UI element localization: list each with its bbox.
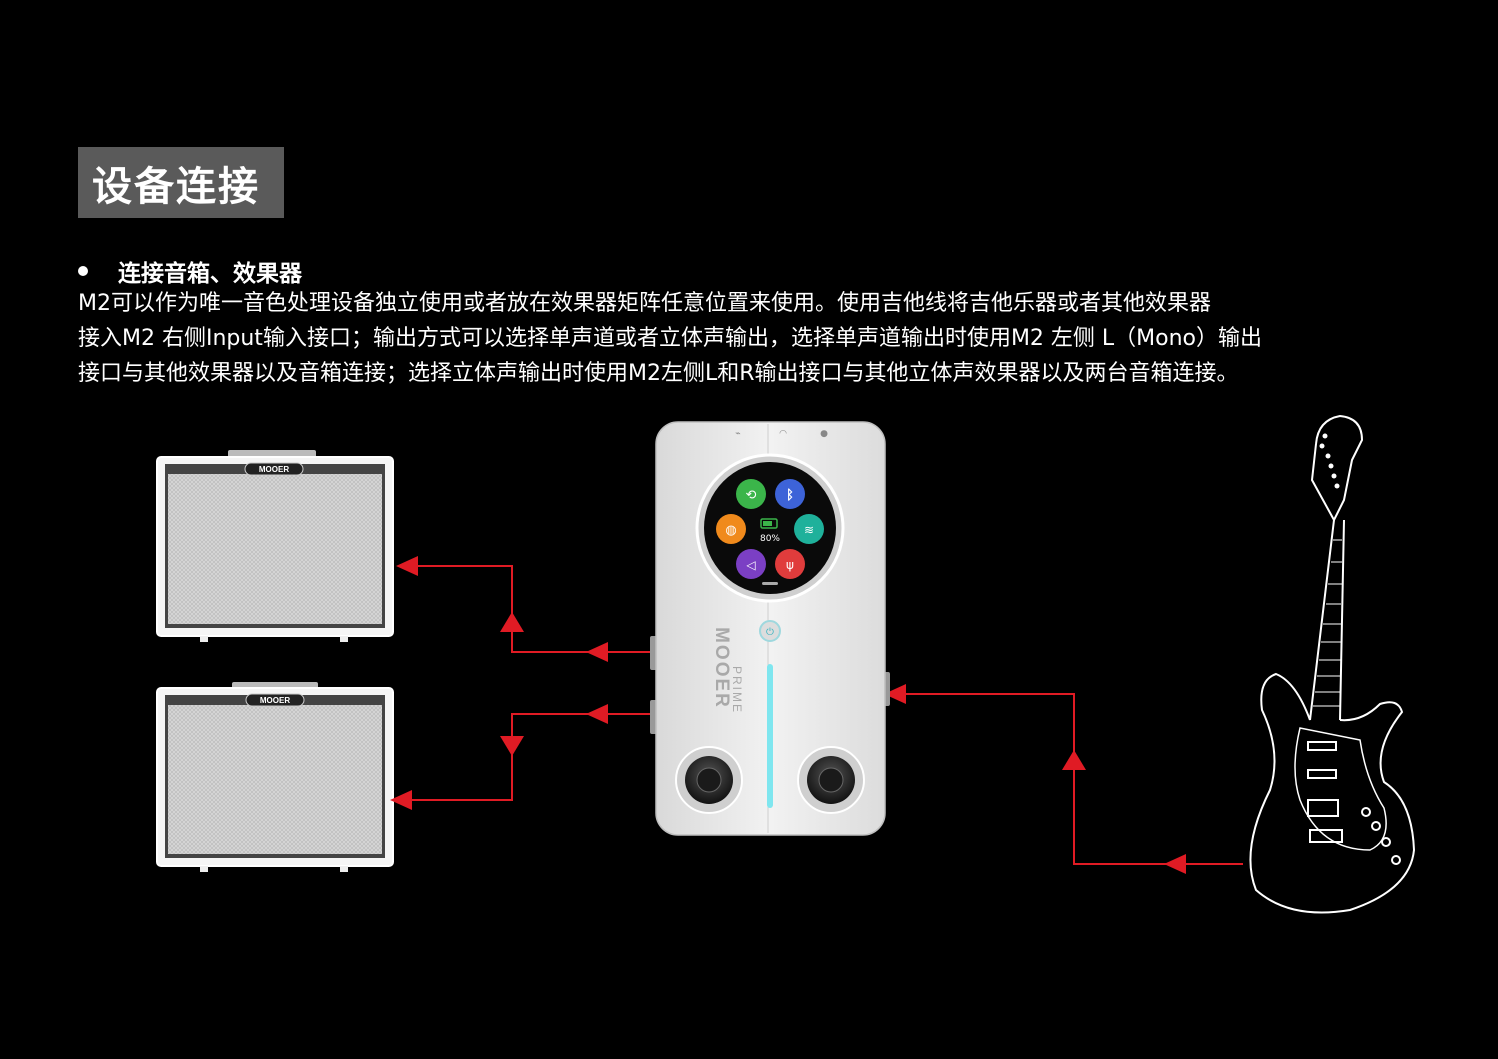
guitar-jack <box>1391 855 1401 865</box>
amp-logo: MOOER <box>259 465 289 474</box>
app-loop[interactable]: ⟲ <box>736 479 766 509</box>
mute-icon: ◁ <box>745 558 755 572</box>
amp-foot <box>200 636 208 642</box>
cable-right-output <box>395 713 652 801</box>
amp-foot <box>200 866 208 872</box>
power-button[interactable] <box>759 620 781 642</box>
amp-logo-plate <box>245 693 305 707</box>
drum-icon: ◍ <box>725 523 736 538</box>
amp-foot <box>340 636 348 642</box>
bullet-heading-row: 连接音箱、效果器 <box>78 254 302 288</box>
battery-fill <box>763 521 772 526</box>
bullet-heading: 连接音箱、效果器 <box>118 261 302 287</box>
usb-icon: ⌁ <box>735 429 740 439</box>
arrow-left <box>390 790 412 810</box>
home-indicator <box>762 582 778 585</box>
arrow-left <box>396 556 418 576</box>
guitar-bridge <box>1309 829 1343 843</box>
amp-grille <box>168 474 382 624</box>
amp-logo-plate <box>244 462 304 476</box>
led-strip <box>767 664 773 808</box>
pedal-model: PRIME <box>730 666 744 714</box>
guitar-headstock <box>1310 414 1364 523</box>
amplifier-bottom: MOOER <box>156 682 394 872</box>
app-bluetooth[interactable]: ᛒ <box>775 479 805 509</box>
wifi-icon: ≋ <box>804 523 814 537</box>
section-title: 设备连接 <box>92 163 260 210</box>
amp-logo: MOOER <box>260 696 290 705</box>
battery-level: 80% <box>760 534 780 544</box>
guitar-pickup <box>1307 799 1339 817</box>
arrow-up <box>1062 750 1086 770</box>
cables <box>395 565 1243 865</box>
app-mute[interactable]: ◁ <box>736 549 766 579</box>
guitar-tuning-pegs <box>1319 433 1340 489</box>
footswitch-right[interactable] <box>797 746 865 814</box>
arrow-down <box>500 736 524 756</box>
pedal: ⌁ ◠ ● ⟲ ᛒ ◍ 80% ≋ ◁ <box>650 421 890 836</box>
amplifier-top: MOOER <box>156 450 394 642</box>
pedal-brand: MOOER <box>711 627 732 709</box>
guitar-pickup <box>1307 741 1337 751</box>
bluetooth-icon: ᛒ <box>786 488 794 503</box>
section-title-box: 设备连接 <box>78 147 284 218</box>
bullet-dot <box>78 266 88 276</box>
power-jack-icon: ● <box>820 429 828 439</box>
cable-left-output <box>400 565 652 653</box>
arrow-left <box>586 642 608 662</box>
description-line-2: 接入M2 右侧Input输入接口；输出方式可以选择单声道或者立体声输出，选择单声… <box>78 326 1263 351</box>
amp-grille <box>168 705 382 854</box>
power-icon: ⏻ <box>766 627 774 638</box>
guitar-knob <box>1361 807 1371 817</box>
app-wifi[interactable]: ≋ <box>794 514 824 544</box>
arrow-left <box>884 684 906 704</box>
description-line-3: 接口与其他效果器以及音箱连接；选择立体声输出时使用M2左侧L和R输出接口与其他立… <box>78 361 1239 386</box>
tuner-icon: ψ <box>786 558 794 572</box>
loop-icon: ⟲ <box>746 488 757 503</box>
cable-arrows <box>390 556 1186 874</box>
description: M2可以作为唯一音色处理设备独立使用或者放在效果器矩阵任意位置来使用。使用吉他线… <box>78 286 1438 391</box>
guitar-frets <box>1313 539 1342 707</box>
battery-icon <box>760 518 778 529</box>
app-tuner[interactable]: ψ <box>775 549 805 579</box>
battery-status: 80% <box>760 518 780 544</box>
guitar-neck <box>1309 519 1345 721</box>
arrow-left <box>1164 854 1186 874</box>
guitar-knob <box>1381 837 1391 847</box>
headphone-icon: ◠ <box>779 429 787 439</box>
arrow-up <box>500 612 524 632</box>
guitar-knob <box>1371 821 1381 831</box>
guitar-body <box>1249 672 1416 914</box>
guitar-pickguard <box>1294 727 1387 851</box>
electric-guitar <box>1249 414 1416 914</box>
app-drum[interactable]: ◍ <box>716 514 746 544</box>
arrow-left <box>586 704 608 724</box>
description-line-1: M2可以作为唯一音色处理设备独立使用或者放在效果器矩阵任意位置来使用。使用吉他线… <box>78 291 1211 316</box>
cable-input <box>888 693 1243 865</box>
amp-foot <box>340 866 348 872</box>
guitar-pickup <box>1307 769 1337 779</box>
footswitch-left[interactable] <box>675 746 743 814</box>
